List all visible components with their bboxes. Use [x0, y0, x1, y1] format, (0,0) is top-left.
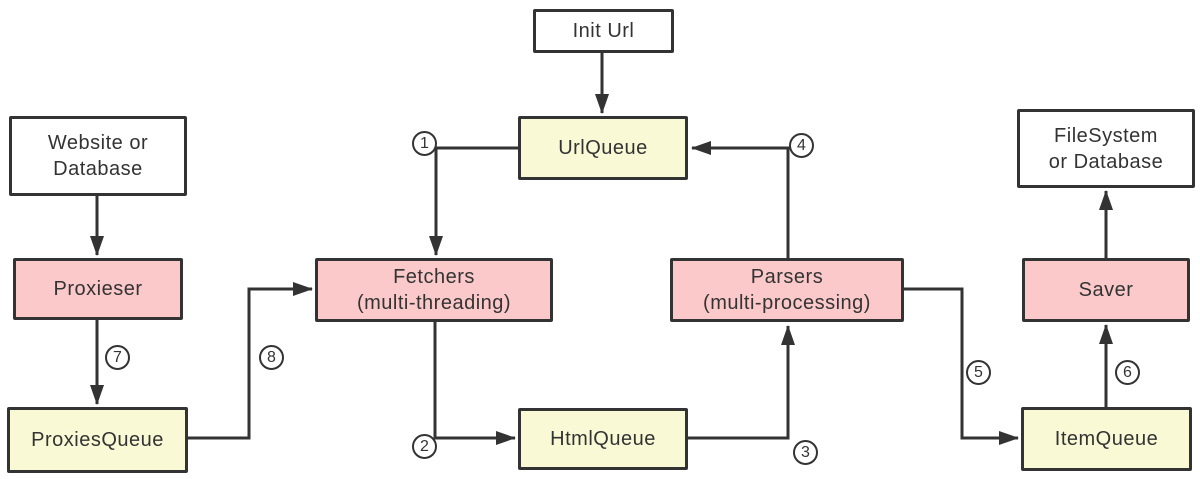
step-2-badge: 2	[412, 434, 437, 459]
arrow-proxiesqueue-to-fetchers	[188, 282, 313, 440]
step-8-badge: 8	[259, 345, 284, 370]
arrow-fetchers-to-htmlqueue	[433, 322, 516, 445]
arrow-parsers-to-urlqueue	[691, 141, 790, 258]
step-6-badge: 6	[1115, 360, 1140, 385]
node-init-url: Init Url	[533, 9, 674, 53]
node-url-queue: UrlQueue	[518, 116, 688, 180]
step-5-badge: 5	[966, 360, 991, 385]
node-saver: Saver	[1022, 258, 1190, 322]
node-parsers: Parsers (multi-processing)	[670, 258, 904, 322]
step-1-badge: 1	[412, 131, 437, 156]
node-proxies-queue: ProxiesQueue	[7, 407, 188, 473]
node-filesystem-or-database: FileSystem or Database	[1017, 109, 1195, 188]
node-html-queue: HtmlQueue	[518, 408, 688, 470]
step-4-badge: 4	[789, 133, 814, 158]
node-proxieser: Proxieser	[13, 258, 183, 320]
step-7-badge: 7	[105, 345, 130, 370]
node-fetchers: Fetchers (multi-threading)	[315, 258, 553, 322]
node-website-or-database: Website or Database	[9, 116, 187, 196]
step-3-badge: 3	[793, 440, 818, 465]
arrow-parsers-to-itemqueue	[904, 287, 1019, 445]
arrow-htmlqueue-to-parsers	[688, 325, 795, 440]
arrow-urlqueue-to-fetchers	[429, 146, 518, 256]
node-item-queue: ItemQueue	[1021, 407, 1192, 471]
